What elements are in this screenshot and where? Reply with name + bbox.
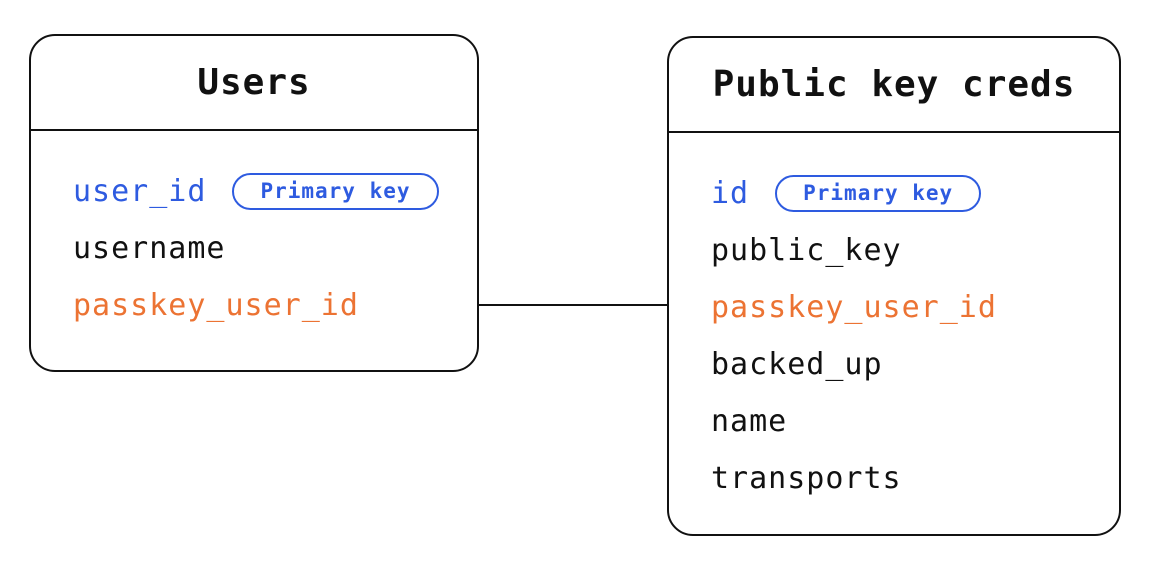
table-body-users: user_id Primary key username passkey_use… bbox=[31, 131, 477, 334]
field-row-backed-up: backed_up bbox=[711, 336, 1119, 393]
field-name-public-key: public_key bbox=[711, 233, 902, 268]
table-header-public-key-creds: Public key creds bbox=[669, 38, 1119, 133]
table-body-public-key-creds: id Primary key public_key passkey_user_i… bbox=[669, 133, 1119, 507]
field-name-backed-up: backed_up bbox=[711, 347, 883, 382]
field-name-transports: transports bbox=[711, 461, 902, 496]
table-title-public-key-creds: Public key creds bbox=[712, 64, 1076, 105]
field-name-passkey-user-id: passkey_user_id bbox=[711, 290, 997, 325]
field-row-passkey-user-id: passkey_user_id bbox=[711, 279, 1119, 336]
field-row-user-id: user_id Primary key bbox=[73, 163, 477, 220]
field-row-name: name bbox=[711, 393, 1119, 450]
table-node-public-key-creds: Public key creds id Primary key public_k… bbox=[667, 36, 1121, 536]
table-node-users: Users user_id Primary key username passk… bbox=[29, 34, 479, 372]
table-title-users: Users bbox=[197, 62, 311, 103]
field-name-username: username bbox=[73, 231, 226, 266]
field-name-user-id: user_id bbox=[73, 174, 207, 209]
field-row-public-key: public_key bbox=[711, 222, 1119, 279]
primary-key-badge: Primary key bbox=[232, 173, 439, 210]
field-name-passkey-user-id: passkey_user_id bbox=[73, 288, 359, 323]
primary-key-badge: Primary key bbox=[775, 175, 982, 212]
field-row-transports: transports bbox=[711, 450, 1119, 507]
table-header-users: Users bbox=[31, 36, 477, 131]
field-row-passkey-user-id: passkey_user_id bbox=[73, 277, 477, 334]
field-row-username: username bbox=[73, 220, 477, 277]
field-name-name: name bbox=[711, 404, 788, 439]
relation-connector-line bbox=[479, 304, 667, 306]
field-row-id: id Primary key bbox=[711, 165, 1119, 222]
field-name-id: id bbox=[711, 176, 750, 211]
